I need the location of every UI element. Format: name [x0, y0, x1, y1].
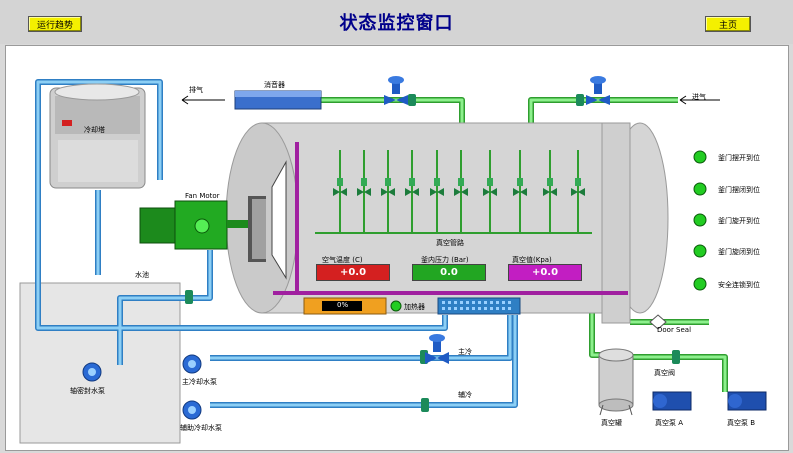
- trend-button[interactable]: 运行趋势: [28, 16, 82, 32]
- air-in-arrow: [679, 95, 720, 105]
- vacuum-pump-b: [727, 391, 767, 411]
- water-pool-label: 水池: [135, 271, 149, 279]
- vacuum-pump-a: [652, 391, 692, 411]
- vacuum-tank-label: 真空罐: [601, 419, 622, 427]
- fan-motor-light: [194, 218, 210, 234]
- muffler-label: 消音器: [264, 81, 285, 89]
- heater-grid: [437, 297, 521, 315]
- cooling-tower-label: 冷却塔: [84, 126, 105, 134]
- indicator-door-rotate-close: 釜门旋闭到位: [718, 248, 760, 256]
- pressure-label: 釜内压力 (Bar): [421, 256, 469, 264]
- pump-b-label: 真空泵 B: [727, 419, 756, 427]
- vacuum-valves: [333, 188, 585, 196]
- vacuum-tank: [598, 348, 634, 416]
- air-temp-label: 空气温度 (C): [322, 256, 363, 264]
- main-cooling-pump-label: 主冷却水泵: [182, 378, 217, 386]
- cooling-pipes-inner: [36, 80, 517, 407]
- vacuum-pipe-label: 真空管路: [436, 239, 464, 247]
- door-seal-valve: [649, 314, 667, 330]
- fan-motor: [139, 196, 266, 262]
- heater-light: [390, 300, 402, 312]
- indicator-safety-interlock: 安全连锁到位: [718, 281, 760, 289]
- door-seal-label: Door Seal: [657, 326, 692, 334]
- autoclave-vessel: [225, 122, 669, 324]
- valve-air-in: [586, 76, 610, 105]
- fan-motor-label: Fan Motor: [185, 192, 220, 200]
- valve-bodies: [337, 178, 581, 186]
- indicator-door-swing-open: 釜门摆开到位: [718, 154, 760, 162]
- pump-aux-cooling: [182, 400, 202, 420]
- title-bar: 运行趋势 状态监控窗口 主页: [0, 0, 793, 44]
- aux-cooling-pump-label: 辅助冷却水泵: [180, 424, 222, 432]
- exhaust-arrow: [181, 95, 225, 105]
- page-title: 状态监控窗口: [339, 13, 454, 34]
- home-button[interactable]: 主页: [705, 16, 751, 32]
- main-cooling-valve: [425, 334, 449, 364]
- vacuum-valve-label: 真空阀: [654, 369, 675, 377]
- status-lights: [693, 150, 707, 291]
- valve-exhaust: [384, 76, 408, 105]
- main-cooling-label: 主冷: [458, 348, 472, 356]
- heater-percent: 0%: [337, 301, 349, 309]
- indicator-door-rotate-open: 釜门旋开到位: [718, 217, 760, 225]
- pressure-display: 0.0: [412, 264, 486, 281]
- vacuum-display: +0.0: [508, 264, 582, 281]
- air-in-label: 进气: [692, 93, 706, 101]
- pump-main-cooling: [182, 354, 202, 374]
- vacuum-pipes: [315, 150, 592, 234]
- heater-label: 加热器: [404, 303, 425, 311]
- pump-a-label: 真空泵 A: [655, 419, 684, 427]
- cooling-tower: [49, 83, 146, 189]
- pump-shaft-seal: [82, 362, 102, 382]
- water-pool: [19, 282, 181, 444]
- exhaust-label: 排气: [189, 86, 203, 94]
- indicator-door-swing-close: 釜门摆闭到位: [718, 186, 760, 194]
- shaft-seal-pump-label: 轴密封水泵: [70, 387, 105, 395]
- air-temp-display: +0.0: [316, 264, 390, 281]
- aux-cooling-label: 辅冷: [458, 391, 472, 399]
- vacuum-label: 真空值(Kpa): [512, 256, 552, 264]
